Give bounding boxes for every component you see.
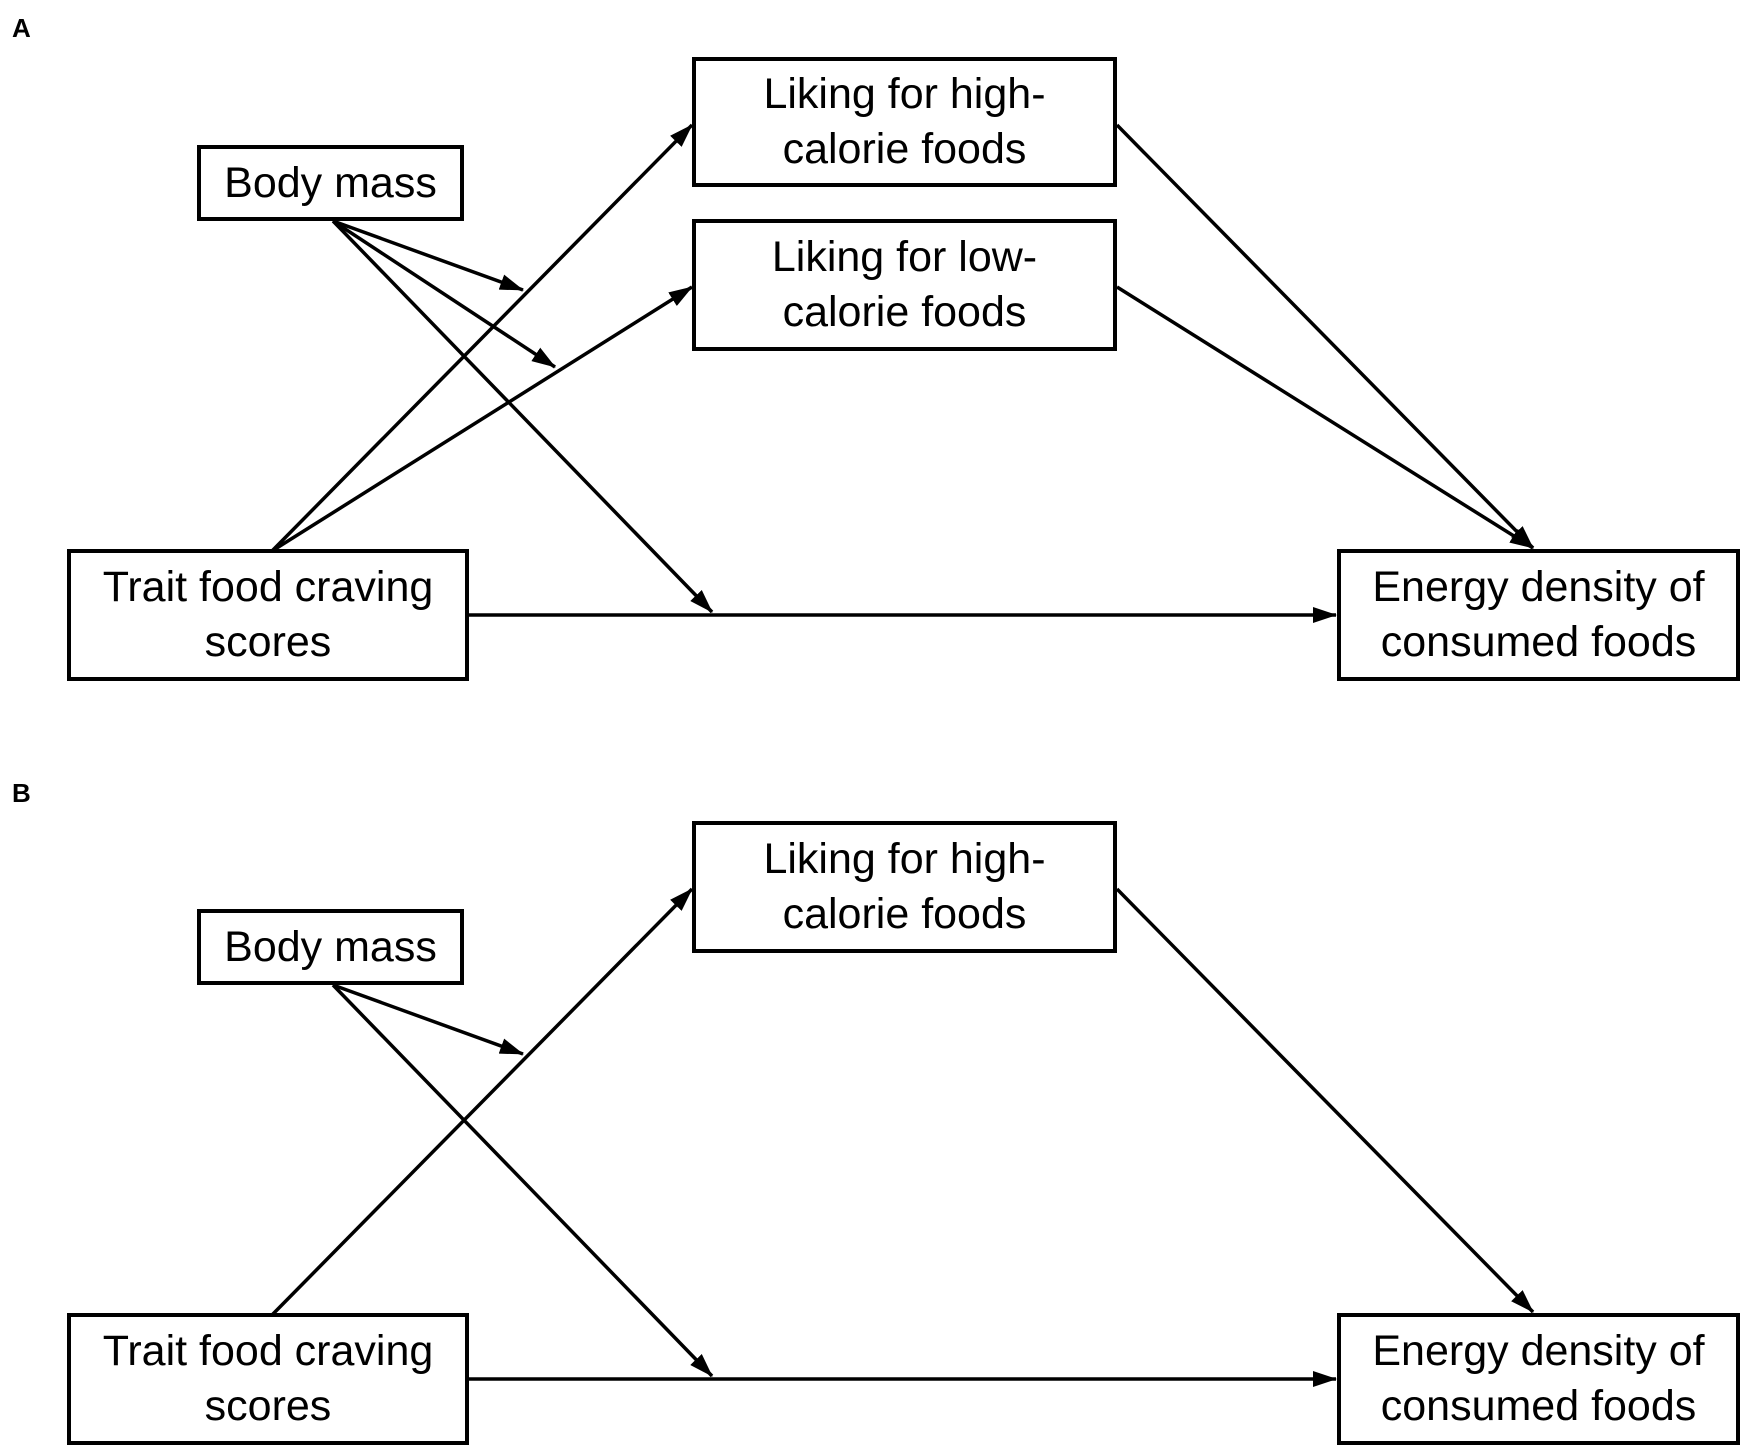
a-node-liking-low-line1: Liking for low- [771,233,1038,281]
b-node-energy-density-line1: Energy density of [1372,1327,1705,1375]
a-arrow-bodymass-moderates-high [332,219,524,292]
a-arrow-craving-to-liking-high [270,123,694,553]
a-node-liking-low: Liking for low- calorie foods [692,219,1117,351]
b-node-body-mass-text: Body mass [224,922,437,971]
panel-a-label: A [12,13,31,43]
a-arrow-liking-high-to-energy [1115,123,1535,550]
a-node-trait-craving-line2: scores [204,618,332,666]
a-node-liking-high-line1: Liking for high- [763,70,1046,118]
a-node-trait-craving-line1: Trait food craving [102,563,434,611]
b-node-liking-high-line2: calorie foods [782,890,1027,938]
panel-b-label: B [12,778,31,808]
b-node-trait-craving-line2: scores [204,1382,332,1430]
a-arrow-craving-to-liking-low [271,285,693,553]
a-arrow-liking-low-to-energy [1116,285,1534,550]
a-node-energy-density: Energy density of consumed foods [1337,549,1740,681]
b-node-energy-density-line2: consumed foods [1380,1382,1697,1430]
b-node-liking-high-line1: Liking for high- [763,835,1046,883]
a-node-liking-low-line2: calorie foods [782,288,1027,336]
b-node-body-mass: Body mass [197,909,464,985]
b-arrow-liking-high-to-energy [1115,887,1535,1314]
b-node-trait-craving: Trait food craving scores [67,1313,469,1445]
a-node-trait-craving: Trait food craving scores [67,549,469,681]
a-node-body-mass: Body mass [197,145,464,221]
a-arrow-bodymass-moderates-direct [331,219,714,614]
b-arrow-craving-to-liking-high [270,887,694,1317]
b-node-liking-high: Liking for high- calorie foods [692,821,1117,953]
a-node-energy-density-line1: Energy density of [1372,563,1705,611]
a-node-liking-high: Liking for high- calorie foods [692,57,1117,187]
b-node-trait-craving-line1: Trait food craving [102,1327,434,1375]
a-node-liking-high-line2: calorie foods [782,125,1027,173]
b-node-energy-density: Energy density of consumed foods [1337,1313,1740,1445]
a-arrow-bodymass-moderates-low [332,219,556,369]
a-node-energy-density-line2: consumed foods [1380,618,1697,666]
b-arrow-bodymass-moderates-direct [331,983,714,1378]
b-arrow-bodymass-moderates-high [332,983,524,1056]
a-node-body-mass-text: Body mass [224,158,437,207]
